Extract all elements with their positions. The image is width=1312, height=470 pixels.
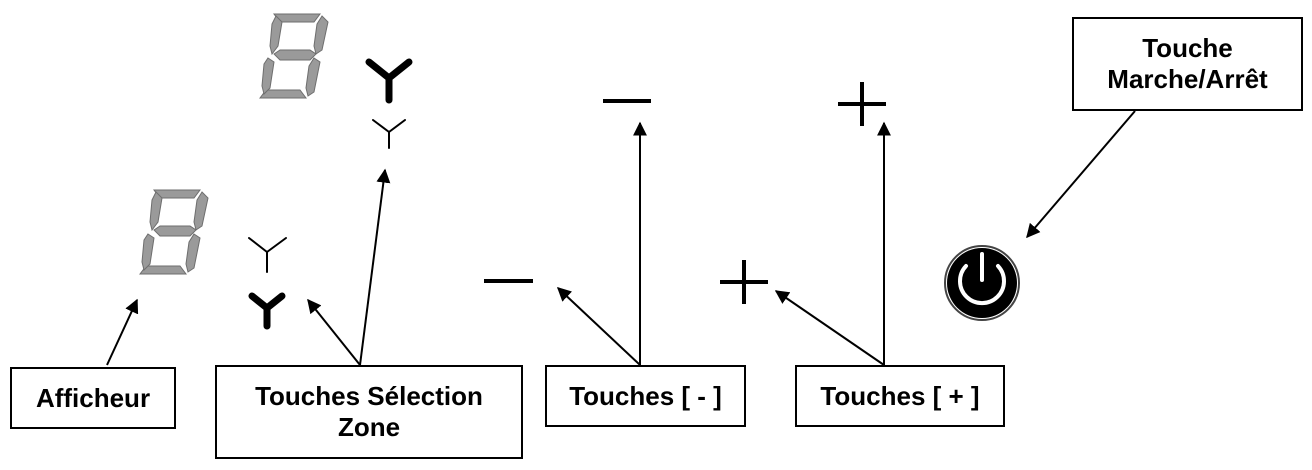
label-afficheur: Afficheur [10,367,176,429]
arrow-zone-lower [307,298,361,366]
label-touches-minus: Touches [ - ] [545,365,746,427]
arrow-plus-lower [774,290,885,366]
plus-icon [720,260,768,304]
label-touche-marche-arret: Touche Marche/Arrêt [1072,17,1303,111]
arrow-minus-lower [556,287,641,366]
zone-select-y-icon [372,119,406,149]
zone-select-y-icon [248,292,286,330]
label-touches-plus: Touches [ + ] [795,365,1005,427]
zone-select-y-icon [248,237,287,273]
power-icon [944,245,1020,321]
upper-digit-display-icon [259,13,329,99]
lower-digit-display-icon [139,189,209,275]
arrow-zone-upper [359,168,391,366]
zone-select-y-icon [365,58,413,104]
arrow-afficheur [106,298,139,366]
arrow-power [1026,110,1136,239]
label-touches-selection-zone: Touches Sélection Zone [215,365,523,459]
plus-icon [838,82,886,126]
